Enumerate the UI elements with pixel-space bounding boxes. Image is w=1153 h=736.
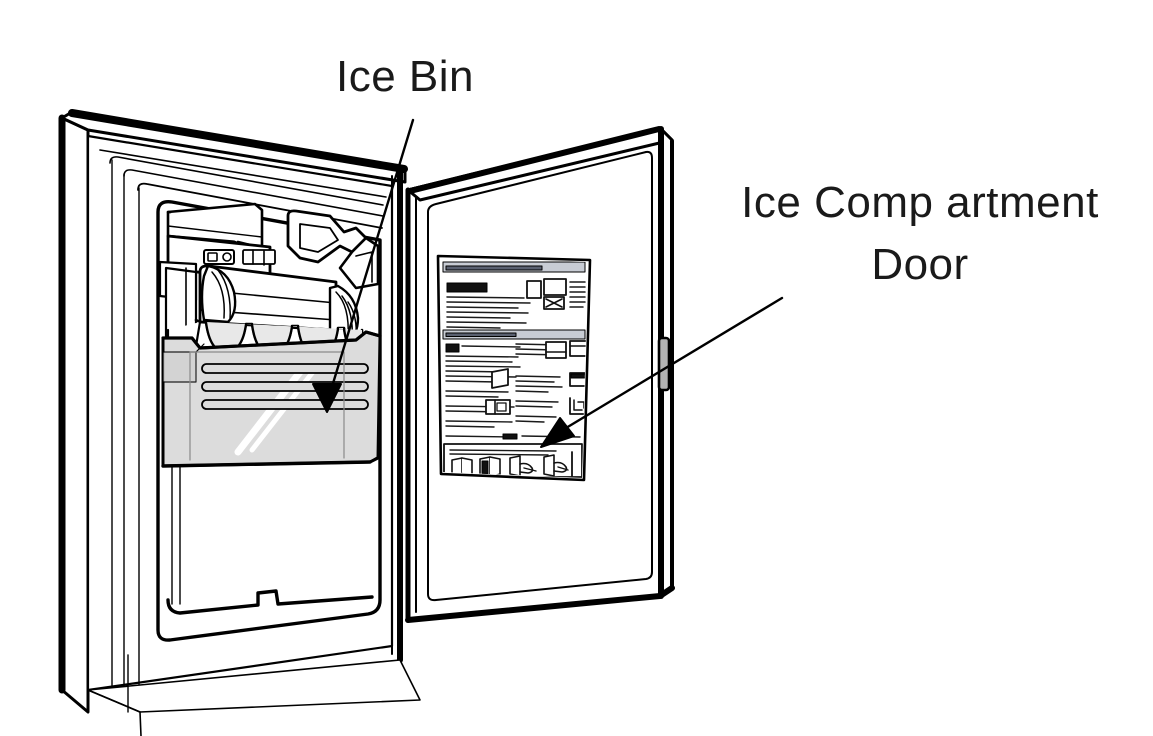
label-ice-compartment-door-line2: Door (871, 240, 969, 289)
leader-line-ice-compartment-door (540, 296, 784, 448)
label-ice-bin: Ice Bin (336, 52, 475, 101)
arrowhead-ice-compartment-door (540, 417, 575, 448)
arrowhead-ice-bin (312, 383, 342, 413)
instruction-placard (436, 254, 592, 482)
leader-line-ice-bin (312, 118, 415, 413)
label-ice-compartment-door-line1: Ice Comp artment (741, 178, 1099, 227)
door-edge-handle (657, 336, 671, 392)
ice-storage-bin (161, 330, 382, 468)
